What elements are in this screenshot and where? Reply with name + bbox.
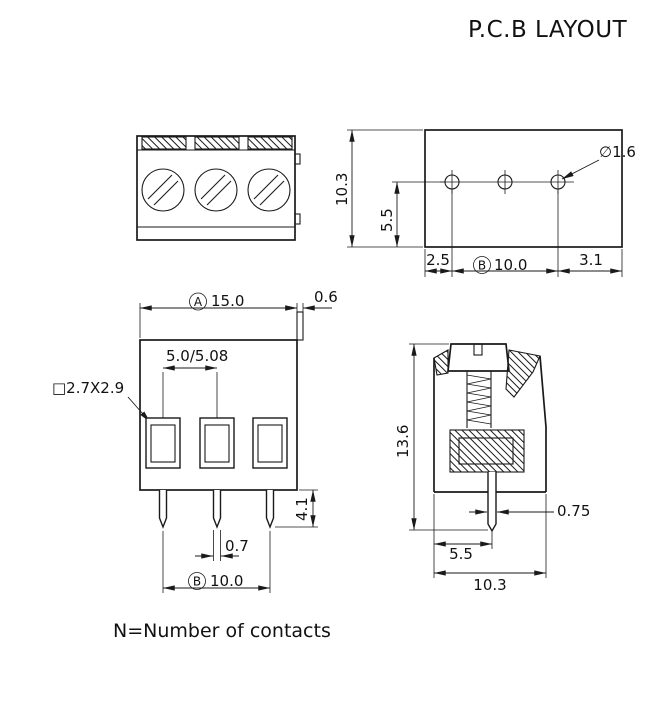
side-depth-label: 10.3 [473, 576, 506, 594]
front-dim-pin-pitch: B 10.0 [162, 531, 271, 593]
front-dim-pin-width: 0.7 [195, 530, 249, 561]
front-flange [296, 311, 304, 341]
front-width-label: 15.0 [211, 292, 244, 310]
front-dim-pitch: 5.0/5.08 [162, 347, 228, 428]
pcb-drill-view: ∅1.6 10.3 5.5 2.5 B 10.0 3.1 [333, 129, 636, 277]
top-view-body [136, 135, 296, 241]
pcb-outline [424, 129, 623, 248]
solder-pins [158, 490, 275, 529]
hole-dia-leader [561, 159, 600, 180]
pin-thickness-label: 0.75 [557, 502, 590, 520]
screw-thread [466, 371, 492, 428]
side-height-label: 13.6 [394, 425, 412, 458]
side-dim-height: 13.6 [394, 343, 488, 531]
wire-opening-callout: □2.7X2.9 [52, 379, 151, 423]
pin-width-label: 0.7 [225, 537, 249, 555]
pcb-pitch-ref-label: B [478, 259, 486, 273]
front-dim-width: A 15.0 [139, 292, 298, 338]
pin-offset-label: 5.5 [449, 545, 473, 563]
side-section-view: 13.6 0.75 5.5 10.3 [394, 343, 590, 594]
hole-diameter-label: ∅1.6 [599, 143, 636, 161]
contact-pitch-label: 5.0/5.08 [166, 347, 228, 365]
wire-entry-windows [145, 417, 288, 469]
pcb-left-margin-label: 2.5 [426, 251, 450, 269]
pcb-dim-bottom: 2.5 B 10.0 3.1 [424, 190, 623, 277]
side-tab-upper [294, 153, 301, 165]
pin-pitch-ref-label: B [193, 575, 201, 589]
pcb-dim-hole-offset: 5.5 [378, 181, 446, 248]
pcb-right-margin-label: 3.1 [579, 251, 603, 269]
clamp-cavity [458, 437, 514, 465]
side-tab-lower [294, 213, 301, 225]
top-view [136, 135, 301, 241]
contacts-note: N=Number of contacts [113, 620, 331, 642]
front-view: A 15.0 0.6 5.0/5.08 □2.7X2.9 [52, 288, 338, 593]
left-housing-section [433, 349, 449, 376]
wire-opening-label: □2.7X2.9 [52, 379, 124, 397]
pin-length-label: 4.1 [293, 497, 311, 521]
right-housing-section [505, 349, 541, 398]
pcb-height-label: 10.3 [333, 173, 351, 206]
front-width-ref-label: A [194, 295, 203, 309]
ref-circle-B2 [188, 572, 206, 590]
screw-heads [141, 168, 291, 212]
side-dim-pin-offset: 5.5 [433, 494, 493, 578]
side-dim-pin-thickness: 0.75 [469, 502, 590, 520]
pcb-pitch-label: 10.0 [494, 256, 527, 274]
front-dim-pin-length: 4.1 [275, 489, 318, 528]
wire-clamp-slots [141, 136, 293, 150]
clamp-body-section [449, 429, 525, 473]
ref-circle-A [189, 292, 207, 311]
pin-pitch-label: 10.0 [210, 572, 243, 590]
right-wall [539, 355, 547, 492]
side-dim-depth: 10.3 [433, 494, 547, 594]
screw-slot [473, 343, 483, 356]
hole-offset-label: 5.5 [378, 208, 396, 232]
flange-width-label: 0.6 [314, 288, 338, 306]
screw-head [447, 343, 510, 372]
drawing-title: P.C.B LAYOUT [468, 17, 628, 43]
side-pin [487, 472, 497, 533]
pcb-dim-height: 10.3 [333, 129, 423, 248]
front-dim-flange: 0.6 [284, 288, 338, 312]
ref-circle-B [473, 256, 491, 274]
